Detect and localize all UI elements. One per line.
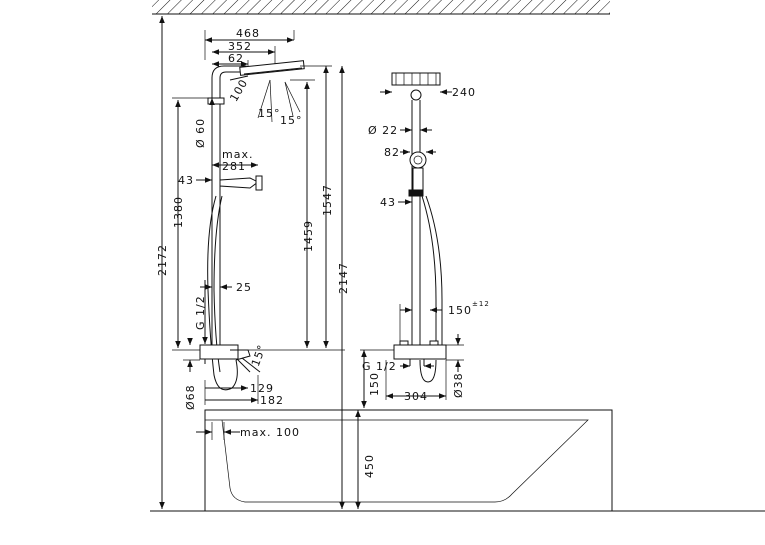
dim-1380: 1380 (172, 196, 185, 228)
dim-43-left: 43 (178, 174, 194, 187)
bathtub (204, 409, 613, 511)
left-dimension-labels: 468 352 62 100 15° 15° Ø 60 max. 281 43 … (156, 27, 376, 478)
dim-60: Ø 60 (194, 118, 207, 148)
ceiling (152, 0, 610, 15)
dim-182: 182 (260, 394, 284, 407)
right-shower-front-view (391, 72, 447, 383)
dim-15-b: 15° (280, 114, 303, 127)
dim-15-c: 15° (249, 343, 269, 369)
dim-468: 468 (236, 27, 260, 40)
dim-15-a: 15° (258, 107, 281, 120)
left-dimensions (159, 16, 361, 509)
dim-68: Ø68 (184, 384, 197, 410)
dim-100: 100 (227, 77, 250, 104)
dim-150-tol: 150 (448, 304, 472, 317)
dim-max-100: max. 100 (240, 426, 300, 439)
dim-25: 25 (236, 281, 252, 294)
right-dimension-labels: 240 Ø 22 82 43 150 ±12 G 1/2 150 304 Ø38 (362, 86, 490, 403)
dim-82: 82 (384, 146, 400, 159)
dim-129: 129 (250, 382, 274, 395)
dim-tol: ±12 (472, 300, 490, 308)
right-dimensions (360, 89, 464, 408)
dim-g12-right: G 1/2 (362, 360, 397, 373)
dim-62: 62 (228, 52, 244, 65)
dim-max: max. (222, 148, 253, 161)
dim-1459: 1459 (302, 220, 315, 252)
left-shower-side-view (199, 60, 305, 391)
dim-281: 281 (222, 160, 246, 173)
dim-150: 150 (368, 372, 381, 396)
dim-2147: 2147 (337, 262, 350, 294)
dim-240: 240 (452, 86, 476, 99)
dim-38: Ø38 (452, 372, 465, 398)
dim-43-right: 43 (380, 196, 396, 209)
dim-1547: 1547 (321, 184, 334, 216)
dim-304: 304 (404, 390, 428, 403)
dim-g12-left: G 1/2 (194, 295, 207, 330)
dim-22: Ø 22 (368, 124, 398, 137)
dim-352: 352 (228, 40, 252, 53)
dim-2172: 2172 (156, 244, 169, 276)
dim-450: 450 (363, 454, 376, 478)
